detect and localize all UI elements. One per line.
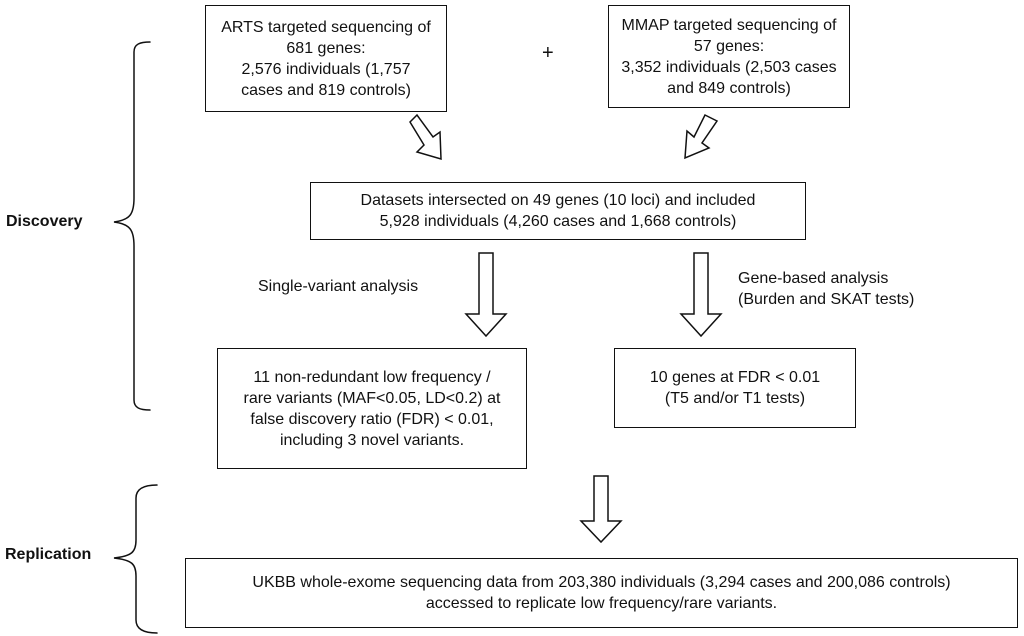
arrow-to-replication: [579, 475, 623, 544]
arrow-single-variant: [464, 252, 508, 338]
replication-box: UKBB whole-exome sequencing data from 20…: [185, 558, 1018, 628]
replication-box-text: UKBB whole-exome sequencing data from 20…: [252, 574, 951, 612]
mmap-box: MMAP targeted sequencing of 57 genes: 3,…: [608, 5, 850, 108]
arrow-gene-based: [679, 252, 723, 338]
mmap-box-text: MMAP targeted sequencing of 57 genes: 3,…: [621, 16, 837, 97]
arrow-mmap-to-intersect: [684, 113, 719, 160]
plus-sign: +: [542, 42, 554, 64]
discovery-brace: [113, 41, 151, 411]
gene-based-label: Gene-based analysis (Burden and SKAT tes…: [738, 270, 915, 308]
variants-box: 11 non-redundant low frequency / rare va…: [217, 348, 527, 469]
arts-box: ARTS targeted sequencing of 681 genes: 2…: [205, 5, 447, 112]
replication-label: Replication: [5, 546, 92, 563]
variants-box-text: 11 non-redundant low frequency / rare va…: [243, 368, 501, 449]
arts-box-text: ARTS targeted sequencing of 681 genes: 2…: [221, 18, 431, 99]
genes-box: 10 genes at FDR < 0.01 (T5 and/or T1 tes…: [614, 348, 856, 428]
single-variant-label: Single-variant analysis: [258, 278, 419, 295]
discovery-label: Discovery: [6, 213, 83, 230]
genes-box-text: 10 genes at FDR < 0.01 (T5 and/or T1 tes…: [649, 369, 821, 407]
replication-brace: [113, 484, 158, 634]
arrow-arts-to-intersect: [409, 113, 442, 161]
intersect-box-text: Datasets intersected on 49 genes (10 loc…: [360, 192, 756, 230]
intersect-box: Datasets intersected on 49 genes (10 loc…: [310, 182, 806, 240]
